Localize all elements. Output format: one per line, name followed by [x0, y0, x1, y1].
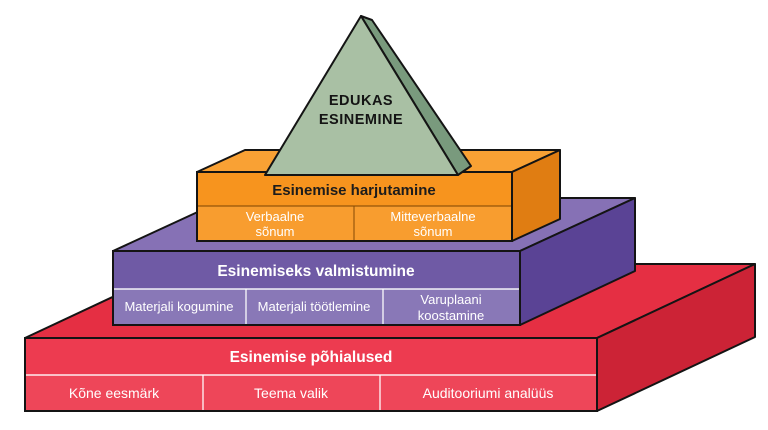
base-layer-title-band: [25, 338, 597, 375]
middle-layer-cell-3-label-line2: koostamine: [418, 308, 484, 323]
middle-layer-cell-1-label: Materjali kogumine: [124, 299, 233, 314]
middle-layer-outline: [112, 250, 521, 326]
upper-layer-cell-1: [197, 206, 354, 241]
middle-layer-title-band: [113, 251, 520, 289]
base-layer-cell-3: [380, 375, 597, 411]
middle-layer-cell-1: [113, 289, 246, 325]
middle-layer-cell-3-label-line1: Varuplaani: [420, 292, 481, 307]
upper-layer-cell-2: [354, 206, 512, 241]
upper-layer-title-band: [197, 172, 512, 206]
apex-face: [264, 15, 459, 176]
base-layer-outline: [24, 337, 598, 412]
base-layer-title: Esinemise põhialused: [230, 349, 393, 366]
upper-layer-cell-1-label-line2: sõnum: [255, 224, 294, 239]
apex-label-line2: ESINEMINE: [319, 112, 403, 128]
base-layer-cell-2: [203, 375, 380, 411]
upper-layer-title: Esinemise harjutamine: [272, 182, 435, 199]
base-layer-cell-1: [25, 375, 203, 411]
middle-layer-cell-2: [246, 289, 383, 325]
base-layer-cell-3-label: Auditooriumi analüüs: [423, 385, 554, 401]
upper-layer-cell-1-label-line1: Verbaalne: [246, 209, 305, 224]
apex-label-line1: EDUKAS: [329, 93, 393, 109]
middle-layer-title: Esinemiseks valmistumine: [217, 263, 415, 280]
base-layer-cell-2-label: Teema valik: [254, 385, 329, 401]
middle-layer-cell-2-label: Materjali töötlemine: [258, 299, 371, 314]
middle-layer-cell-3: [383, 289, 520, 325]
upper-layer-cell-2-label-line2: sõnum: [413, 224, 452, 239]
upper-layer-cell-2-label-line1: Mitteverbaalne: [390, 209, 475, 224]
base-layer-cell-1-label: Kõne eesmärk: [69, 385, 160, 401]
